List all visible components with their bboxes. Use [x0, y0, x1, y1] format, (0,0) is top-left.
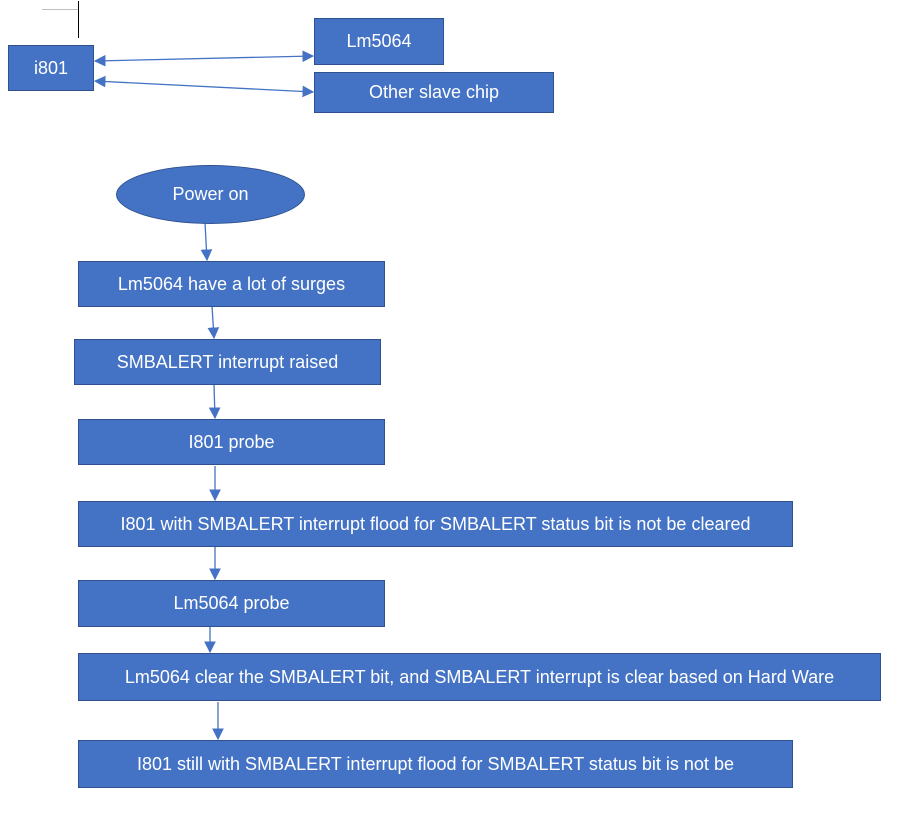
flow-step-i801-probe: I801 probe [78, 419, 385, 465]
flow-step-smbalert-raised: SMBALERT interrupt raised [74, 339, 381, 385]
arrow-step1-step2 [207, 305, 220, 340]
power-on-start: Power on [116, 165, 305, 224]
arrow-start-step1 [200, 222, 213, 262]
flow-step-clear-smbalert: Lm5064 clear the SMBALERT bit, and SMBAL… [78, 653, 881, 701]
lm5064-box: Lm5064 [314, 18, 444, 65]
flow-step-lm5064-probe: Lm5064 probe [78, 580, 385, 627]
arrow-i801-other-slave [93, 75, 315, 98]
page-corner-mark [42, 1, 79, 38]
flow-step-surges: Lm5064 have a lot of surges [78, 261, 385, 307]
flow-step-interrupt-flood: I801 with SMBALERT interrupt flood for S… [78, 501, 793, 547]
i801-box: i801 [8, 45, 94, 91]
flow-step-still-flood: I801 still with SMBALERT interrupt flood… [78, 740, 793, 788]
arrow-i801-lm5064 [93, 50, 315, 67]
arrow-step2-step3 [208, 384, 221, 420]
other-slave-chip-box: Other slave chip [314, 72, 554, 113]
